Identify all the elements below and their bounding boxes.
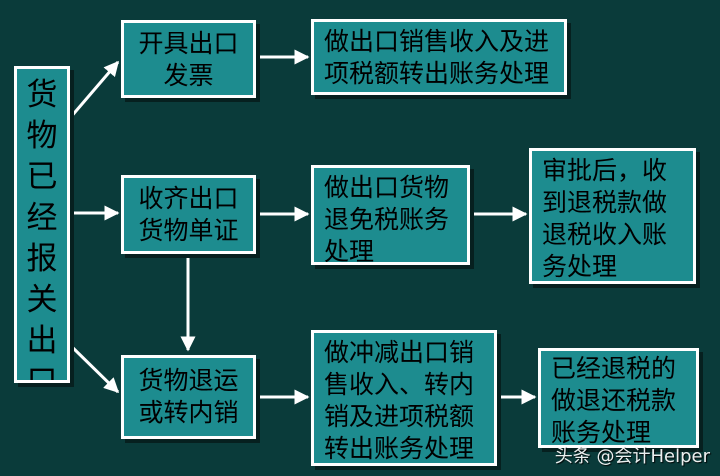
arrow-root-to-invoice	[68, 60, 120, 119]
final-box-approval: 审批后，收到退税款做退税收入账务处理	[529, 148, 696, 284]
result-box-offset: 做冲减出口销售收入、转内销及进项税额转出账务处理	[311, 330, 497, 466]
arrow-root-to-return	[68, 343, 120, 394]
root-box-exported: 货物已经报关出口	[14, 66, 70, 383]
step-box-invoice: 开具出口发票	[121, 20, 256, 98]
final-box-returned: 已经退税的做退还税款账务处理	[538, 348, 699, 448]
step-box-return: 货物退运或转内销	[121, 355, 256, 439]
step-box-collect: 收齐出口货物单证	[121, 175, 256, 254]
watermark: 头条 @会计Helper	[554, 446, 710, 467]
result-box-refund: 做出口货物退免税账务处理	[311, 165, 470, 265]
result-box-sales: 做出口销售收入及进项税额转出账务处理	[311, 19, 567, 95]
